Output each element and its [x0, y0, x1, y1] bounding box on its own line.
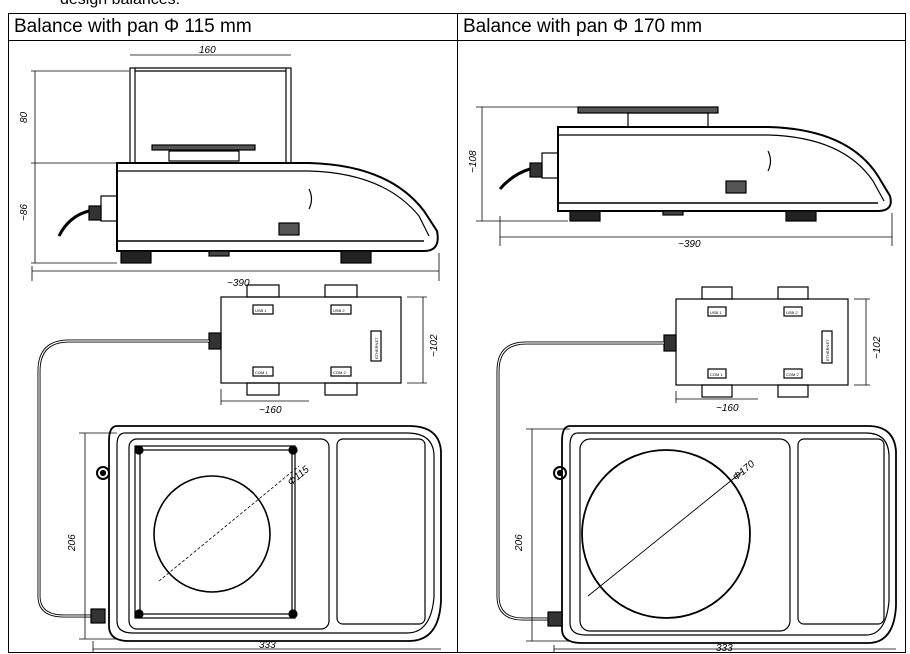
- dim-pan-170: Φ170: [731, 458, 758, 483]
- balance-top-view: [526, 425, 897, 652]
- balance-side-view: [57, 162, 439, 264]
- port-usb1: USB 1: [255, 308, 267, 313]
- port-com2: COM 2: [333, 370, 346, 375]
- dim-base-width: 333: [259, 640, 276, 651]
- port-com1: COM 1: [710, 372, 723, 377]
- drawing-balance-170: ~108 ~390: [468, 106, 897, 652]
- dim-pan-115: Φ115: [286, 464, 312, 488]
- dim-base-width: 333: [716, 643, 733, 652]
- dim-top-width: 160: [199, 45, 216, 56]
- port-ethernet: ETHERNET: [374, 337, 379, 359]
- port-com1: COM 1: [255, 370, 268, 375]
- dim-module-height: ~102: [872, 336, 883, 359]
- port-com2: COM 2: [786, 372, 799, 377]
- port-usb2: USB 2: [333, 308, 345, 313]
- drawing-balance-115: 160 80 ~86 ~390: [19, 45, 442, 652]
- interface-module: [496, 286, 870, 621]
- dimensions-table: Balance with pan Φ 115 mm Balance with p…: [8, 13, 906, 653]
- dim-base-depth: 206: [67, 534, 78, 552]
- drawing-cell-170: ~108 ~390: [457, 40, 906, 653]
- dim-module-width: ~160: [259, 405, 282, 416]
- interface-module: [37, 284, 427, 618]
- dim-chamber-height: 80: [19, 111, 30, 123]
- dim-height: ~108: [468, 150, 479, 173]
- port-ethernet: ETHERNET: [825, 339, 830, 361]
- dim-total-length: ~390: [678, 239, 701, 250]
- header-pan-115: Balance with pan Φ 115 mm: [8, 13, 458, 41]
- dim-module-width: ~160: [716, 403, 739, 414]
- port-usb1: USB 1: [710, 310, 722, 315]
- dims-side-right: [476, 106, 893, 246]
- dim-total-length: ~390: [227, 278, 250, 289]
- drawing-cell-115: 160 80 ~86 ~390: [8, 40, 458, 653]
- draft-shield: [129, 67, 292, 164]
- dim-module-height: ~102: [429, 334, 440, 357]
- balance-top-view: [79, 425, 442, 652]
- balance-side-view: [498, 106, 892, 222]
- header-pan-170: Balance with pan Φ 170 mm: [457, 13, 906, 41]
- top-caption: design balances:: [60, 0, 180, 9]
- dim-base-depth: 206: [514, 534, 525, 552]
- port-usb2: USB 2: [786, 310, 798, 315]
- dim-body-height: ~86: [19, 204, 30, 221]
- dims-side-left: [31, 54, 440, 281]
